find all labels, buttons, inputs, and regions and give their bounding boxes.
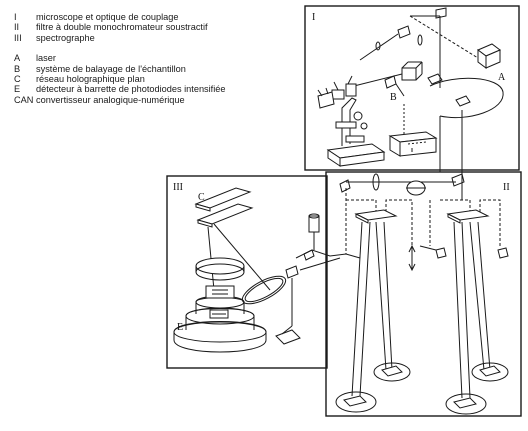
legend-row-section-iii: III spectrographe (14, 33, 226, 43)
mirror-icon (455, 95, 471, 107)
mirror-icon (435, 247, 447, 259)
mirror-icon (451, 173, 465, 187)
laser-icon (477, 43, 501, 69)
legend-text: filtre à double monochromateur soustract… (36, 22, 208, 33)
legend-row-e: E détecteur à barrette de photodiodes in… (14, 84, 226, 94)
transfer-beam (295, 249, 361, 259)
legend-text: détecteur à barrette de photodiodes inte… (36, 84, 226, 95)
legend-code: CAN (14, 94, 34, 105)
legend-text: réseau holographique plan (36, 74, 145, 85)
panel-two-frame (325, 171, 522, 417)
panel-one-label: I (312, 12, 315, 23)
beam-segment (359, 33, 399, 61)
rotation-ring (429, 77, 504, 119)
detector-icon (173, 285, 267, 353)
laser-beam (409, 15, 479, 59)
legend-row-a: A laser (14, 53, 226, 63)
legend-row-section-i: I microscope et optique de couplage (14, 12, 226, 22)
panel-three-label: III (173, 182, 183, 193)
mirror-ring (241, 275, 287, 305)
legend-code: B (14, 63, 21, 74)
mirror-icon (285, 265, 299, 279)
grating-icon (194, 187, 254, 228)
legend-text: microscope et optique de couplage (36, 12, 179, 22)
electronics-box-icon (388, 131, 438, 157)
mirror-icon (275, 329, 301, 345)
mirror-icon (427, 73, 443, 85)
mirror-icon (497, 247, 509, 259)
legend-code: I (14, 12, 17, 22)
mirror-icon (397, 25, 411, 39)
legend-text: convertisseur analogique-numérique (36, 94, 185, 105)
panel-one-frame (304, 5, 520, 171)
component-label-e: E (177, 322, 183, 333)
legend-row-c: C réseau holographique plan (14, 74, 226, 84)
legend-code: II (14, 22, 20, 33)
legend-text: laser (36, 53, 56, 64)
legend-row-section-ii: II filtre à double monochromateur soustr… (14, 22, 226, 32)
collimating-mirror-icon (335, 391, 377, 413)
panel-two-label: II (503, 182, 510, 193)
mirror-icon (303, 249, 315, 261)
component-label-b: B (390, 92, 397, 103)
component-label-a: A (498, 72, 506, 83)
legend-code: C (14, 74, 21, 85)
legend-text: spectrographe (36, 32, 95, 43)
legend-text: système de balayage de l'échantillon (36, 63, 186, 74)
component-label-c: C (198, 192, 205, 203)
microscope-icon (317, 75, 386, 167)
mirror-icon (435, 7, 447, 19)
legend-row-can: CAN convertisseur analogique-numérique (14, 95, 226, 105)
scanner-icon (401, 67, 417, 81)
collimating-mirror-icon (471, 362, 509, 382)
legend-code: III (14, 32, 22, 43)
legend-code: A (14, 53, 21, 64)
legend-row-b: B système de balayage de l'échantillon (14, 64, 226, 74)
collimating-mirror-icon (445, 393, 487, 415)
collimating-mirror-icon (373, 362, 411, 382)
panel-three-frame (166, 175, 328, 369)
mirror-icon (339, 179, 351, 193)
legend-code: E (14, 84, 21, 95)
legend: I microscope et optique de couplage II f… (14, 12, 226, 105)
lens-icon (417, 34, 423, 46)
